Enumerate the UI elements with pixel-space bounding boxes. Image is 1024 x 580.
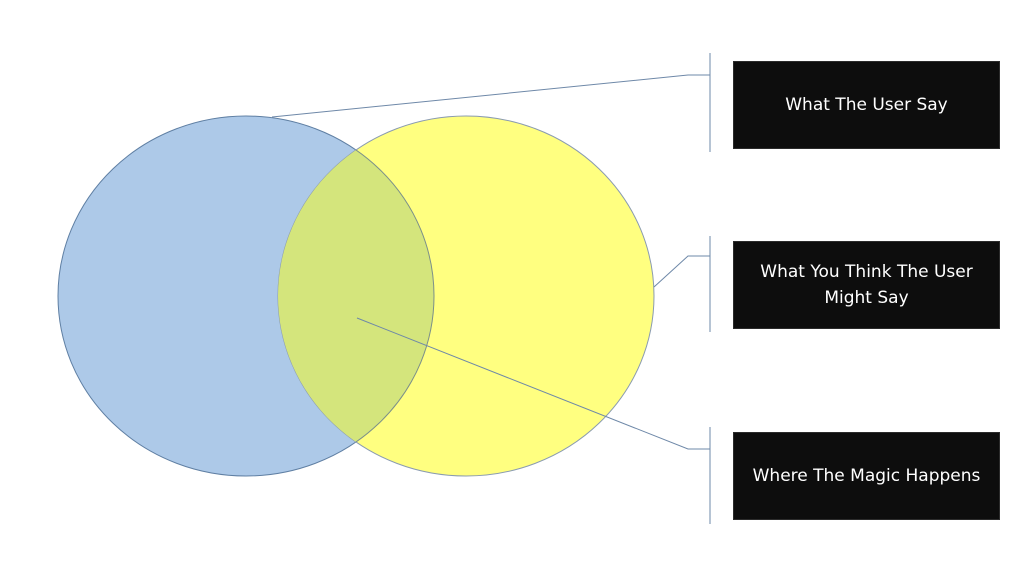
label-think-user-say: What You Think The User Might Say: [733, 241, 1000, 329]
label-magic-happens-text: Where The Magic Happens: [752, 466, 981, 486]
label-magic-happens: Where The Magic Happens: [733, 432, 1000, 520]
connector-magic: [356, 317, 711, 524]
overlap-region: [278, 116, 434, 476]
label-user-say: What The User Say: [733, 61, 1000, 149]
left-circle-outline: [278, 116, 435, 476]
connector-user-say: [271, 53, 711, 152]
connector-think-say: [653, 236, 711, 332]
label-user-say-text: What The User Say: [785, 95, 948, 115]
label-think-user-say-text: What You Think The User Might Say: [760, 262, 973, 308]
